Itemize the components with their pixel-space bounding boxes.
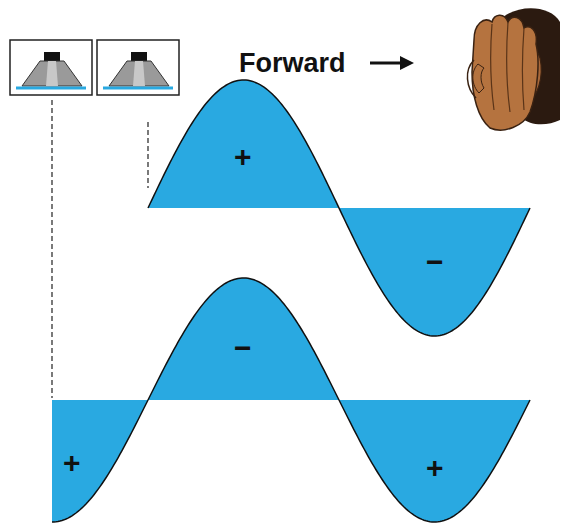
waves (52, 80, 530, 522)
listener-icon (467, 8, 560, 130)
leader-line (51, 100, 52, 398)
speaker-icon (10, 40, 92, 95)
polarity-sign: + (234, 142, 252, 172)
wave-curve (148, 80, 530, 336)
wave-fill (148, 80, 530, 336)
polarity-sign: + (426, 453, 444, 483)
direction-label: Forward (239, 50, 346, 77)
leader-line (147, 122, 148, 188)
polarity-sign: − (426, 247, 444, 277)
wave-curve (52, 278, 530, 522)
polarity-sign: + (63, 448, 81, 478)
arrow (370, 56, 414, 70)
wave-fill (52, 278, 530, 522)
polarity-sign: − (234, 333, 252, 363)
speaker-icon (97, 40, 179, 95)
